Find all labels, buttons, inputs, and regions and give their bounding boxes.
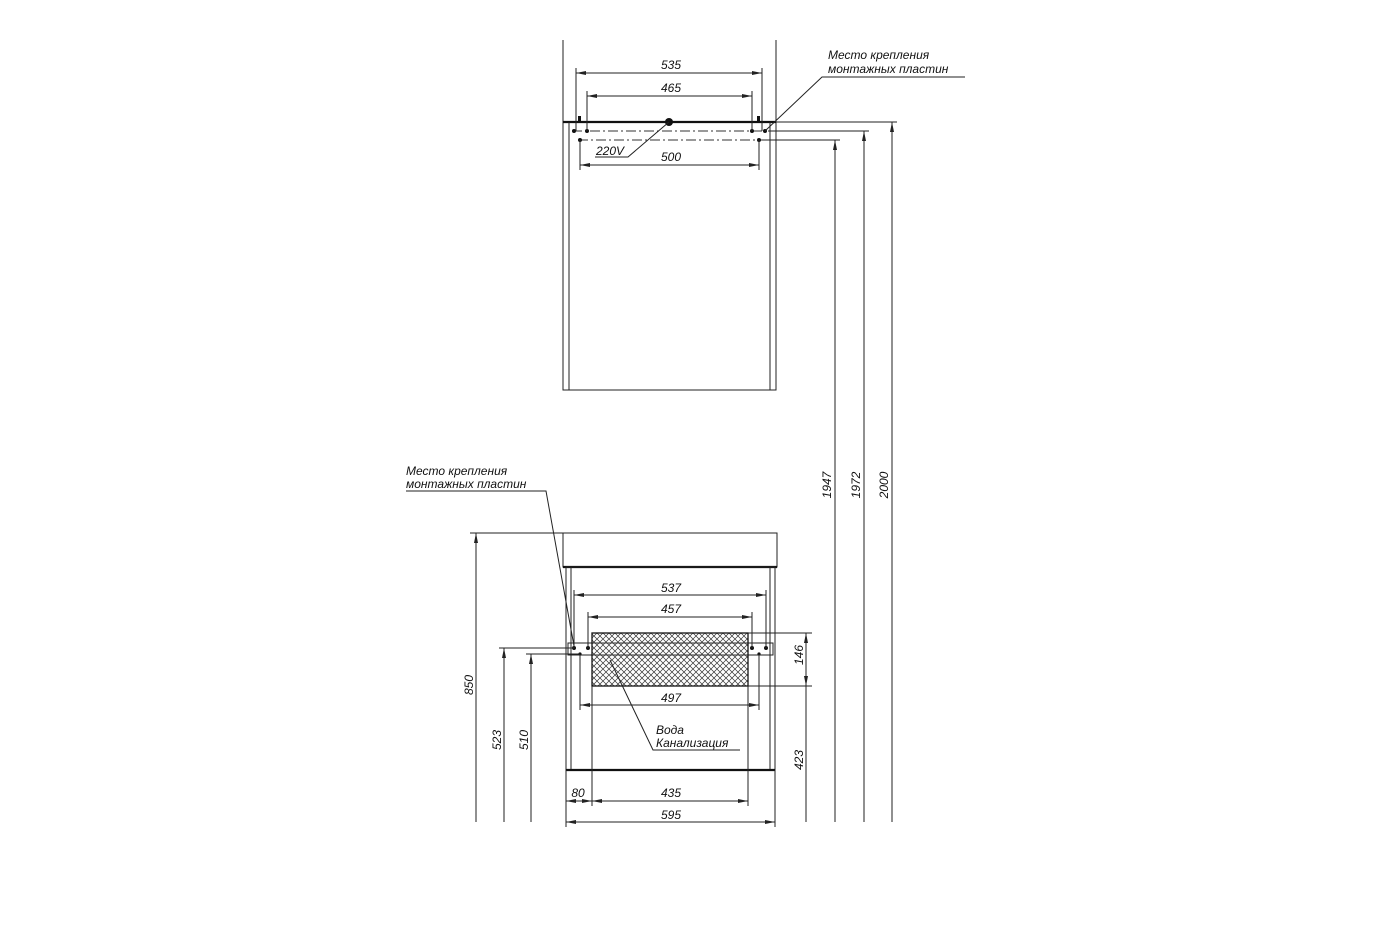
dim-537: 537 <box>661 581 682 595</box>
power-label: 220V <box>595 144 625 158</box>
dim-435: 435 <box>661 786 681 800</box>
mirror-cabinet: 535 465 500 220V Место крепления монтажн… <box>562 40 965 391</box>
dim-2000: 2000 <box>877 471 891 499</box>
dim-523: 523 <box>490 730 504 750</box>
height-dimensions: 1947 1972 2000 <box>762 121 897 822</box>
dim-1947: 1947 <box>820 470 834 498</box>
dim-850: 850 <box>462 675 476 695</box>
utility-zone <box>591 632 749 687</box>
dim-535: 535 <box>661 58 681 72</box>
water-label: Вода <box>656 723 684 737</box>
dim-465: 465 <box>661 81 681 95</box>
mount-label-top-1: Место крепления <box>828 48 930 62</box>
base-cabinet: 537 457 497 146 423 Вода Канализация 80 … <box>406 464 812 827</box>
mount-label-bottom-2: монтажных пластин <box>406 477 527 491</box>
dim-146: 146 <box>792 645 806 665</box>
dim-510: 510 <box>517 730 531 750</box>
mount-label-top-2: монтажных пластин <box>828 62 949 76</box>
dim-500: 500 <box>661 150 681 164</box>
dim-423: 423 <box>792 750 806 770</box>
basin-outline <box>562 532 778 568</box>
mount-label-bottom-1: Место крепления <box>406 464 508 478</box>
dim-1972: 1972 <box>849 471 863 498</box>
dim-457: 457 <box>661 602 682 616</box>
sewage-label: Канализация <box>656 736 729 750</box>
dim-497: 497 <box>661 691 682 705</box>
dim-595: 595 <box>661 808 681 822</box>
dim-80: 80 <box>571 786 585 800</box>
